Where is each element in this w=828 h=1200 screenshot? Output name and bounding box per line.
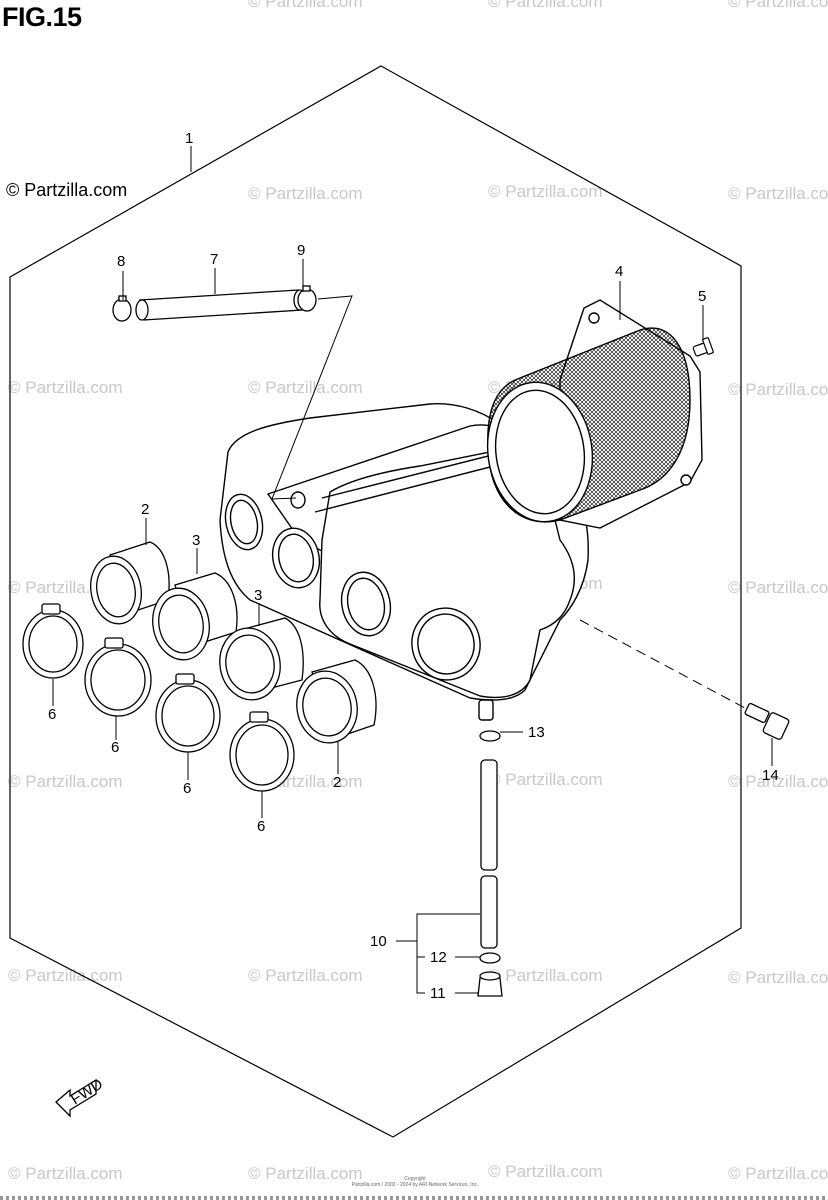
watermark: © Partzilla.com [728,0,828,11]
watermark: © Partzilla.com [8,1164,123,1183]
drain-hose [477,730,503,997]
callout-13: 13 [528,724,545,741]
callout-10: 10 [370,933,387,950]
callouts: 1 8 7 9 4 5 2 3 3 6 6 6 2 6 13 14 10 12 … [48,130,779,1002]
callout-3: 3 [192,532,200,549]
callout-8: 8 [117,253,125,270]
air-filter-element [486,299,703,529]
intake-pipe [90,541,377,744]
copyright-note: Copyright Partzilla.com / 2002 - 2024 by… [330,1176,500,1188]
callout-6: 6 [111,739,119,756]
figure-title: FIG.15 [2,2,82,32]
callout-6: 6 [183,780,191,797]
watermark: © Partzilla.com [728,380,828,399]
callout-14: 14 [762,767,779,784]
callout-11: 11 [430,985,446,1002]
callout-6: 6 [257,818,265,835]
watermark: © Partzilla.com [248,966,363,985]
callout-9: 9 [297,242,305,259]
callout-2: 2 [333,774,341,791]
watermark: © Partzilla.com [728,1164,828,1183]
copyright-line: Partzilla.com / 2002 - 2024 by ARI Netwo… [351,1182,479,1188]
breather-hose [135,289,307,321]
hose-clamp [112,285,317,322]
watermark: © Partzilla.com [728,968,828,987]
watermark: © Partzilla.com [488,770,603,789]
watermark: © Partzilla.com [488,182,603,201]
callout-2: 2 [141,501,149,518]
callout-3: 3 [254,587,262,604]
watermark: © Partzilla.com [728,578,828,597]
watermark: © Partzilla.com [728,184,828,203]
watermark: © Partzilla.com [8,378,123,397]
watermark: © Partzilla.com [8,966,123,985]
screw [692,337,714,357]
bottom-border [0,1196,828,1200]
watermark: © Partzilla.com [488,966,603,985]
leader-lines [122,259,761,717]
bolt [744,702,790,740]
pipe-clamp [22,603,295,792]
assembly-boundary [9,65,742,1138]
callout-5: 5 [698,288,706,305]
callout-1: 1 [185,130,193,147]
watermark: © Partzilla.com [248,184,363,203]
watermark: © Partzilla.com [488,1162,603,1181]
watermark: © Partzilla.com [8,772,123,791]
watermark: © Partzilla.com [248,378,363,397]
leader-lines [396,731,773,994]
callout-6: 6 [48,706,56,723]
callout-4: 4 [615,263,623,280]
watermark: © Partzilla.com [248,1164,363,1183]
watermark: © Partzilla.com [728,772,828,791]
brand-mark: © Partzilla.com [6,180,128,200]
watermark: © Partzilla.com [488,0,603,11]
fwd-label: FWD [68,1076,106,1109]
watermark: © Partzilla.com [248,0,363,11]
callout-7: 7 [210,251,218,268]
leader-lines [52,518,339,818]
forward-arrow: FWD [55,1076,106,1118]
copyright-line: Copyright [404,1176,426,1182]
callout-12: 12 [430,949,447,966]
